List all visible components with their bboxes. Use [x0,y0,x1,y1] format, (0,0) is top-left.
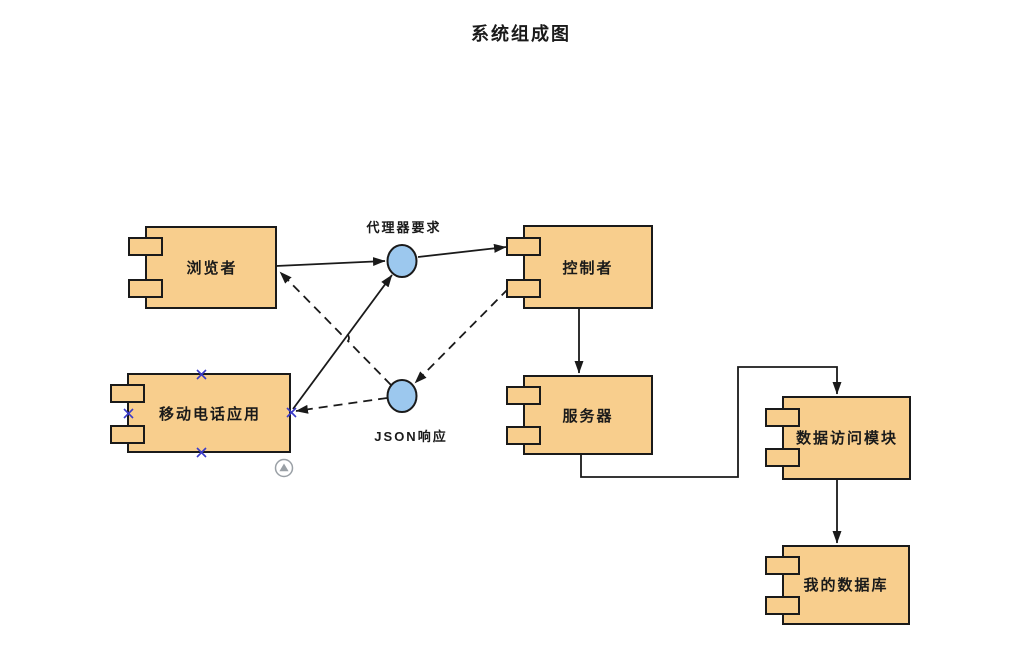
component-my-database-body [782,545,910,625]
connector-server-to-data-access-module[interactable] [580,366,842,478]
component-my-database-tab-bottom [765,596,800,615]
component-controller-body [523,225,653,309]
component-server[interactable]: 服务器 [506,375,653,455]
component-controller-label: 控制者 [562,259,613,277]
connector-proxy-request-to-controller[interactable] [417,243,507,258]
interface-json-response[interactable]: JSON响应 [374,379,447,444]
component-server-tab-top [506,386,541,405]
component-mobile-phone-app-tab-bottom [110,425,145,444]
interface-proxy-request[interactable]: 代理器要求 [365,220,441,278]
component-server-body [523,375,653,455]
component-server-label: 服务器 [562,407,613,425]
collapse-toggle-icon[interactable] [274,458,294,478]
component-controller-tab-top [506,237,541,256]
collapse-toggle-triangle [279,463,289,472]
component-my-database-label: 我的数据库 [803,576,888,594]
component-browser-tab-bottom [128,279,163,298]
interface-json-response-label: JSON响应 [374,429,447,444]
interface-proxy-request-circle [386,244,418,278]
selection-handle-bottom-icon[interactable] [196,447,207,458]
connector-controller-to-json-response[interactable] [414,288,509,384]
component-browser-tab-top [128,237,163,256]
component-data-access-module-label: 数据访问模块 [796,429,898,447]
component-controller-tab-bottom [506,279,541,298]
component-server-tab-bottom [506,426,541,445]
selection-handle-top-icon[interactable] [196,369,207,380]
component-mobile-phone-app-label: 移动电话应用 [159,405,261,423]
component-mobile-phone-app-tab-top [110,384,145,403]
component-browser-body [145,226,277,309]
component-data-access-module-tab-top [765,408,800,427]
connector-mobile-app-to-proxy-request[interactable] [292,274,393,410]
connector-browser-to-proxy-request[interactable] [275,257,386,267]
diagram-title: 系统组成图 [471,23,571,44]
connector-json-response-to-browser[interactable] [279,271,392,386]
component-controller[interactable]: 控制者 [506,225,653,309]
component-data-access-module-body [782,396,911,480]
component-data-access-module[interactable]: 数据访问模块 [765,396,911,480]
component-browser[interactable]: 浏览者 [128,226,277,309]
selection-handle-left-icon[interactable] [123,408,134,419]
component-browser-label: 浏览者 [186,259,237,277]
interface-proxy-request-label: 代理器要求 [365,220,441,235]
component-my-database[interactable]: 我的数据库 [765,545,910,625]
interface-json-response-circle [386,379,418,413]
component-my-database-tab-top [765,556,800,575]
connector-json-response-to-mobile-app[interactable] [295,397,388,414]
selection-handle-right-icon[interactable] [286,407,297,418]
component-mobile-phone-app-body [127,373,291,453]
component-data-access-module-tab-bottom [765,448,800,467]
component-mobile-phone-app[interactable]: 移动电话应用 [110,369,297,478]
